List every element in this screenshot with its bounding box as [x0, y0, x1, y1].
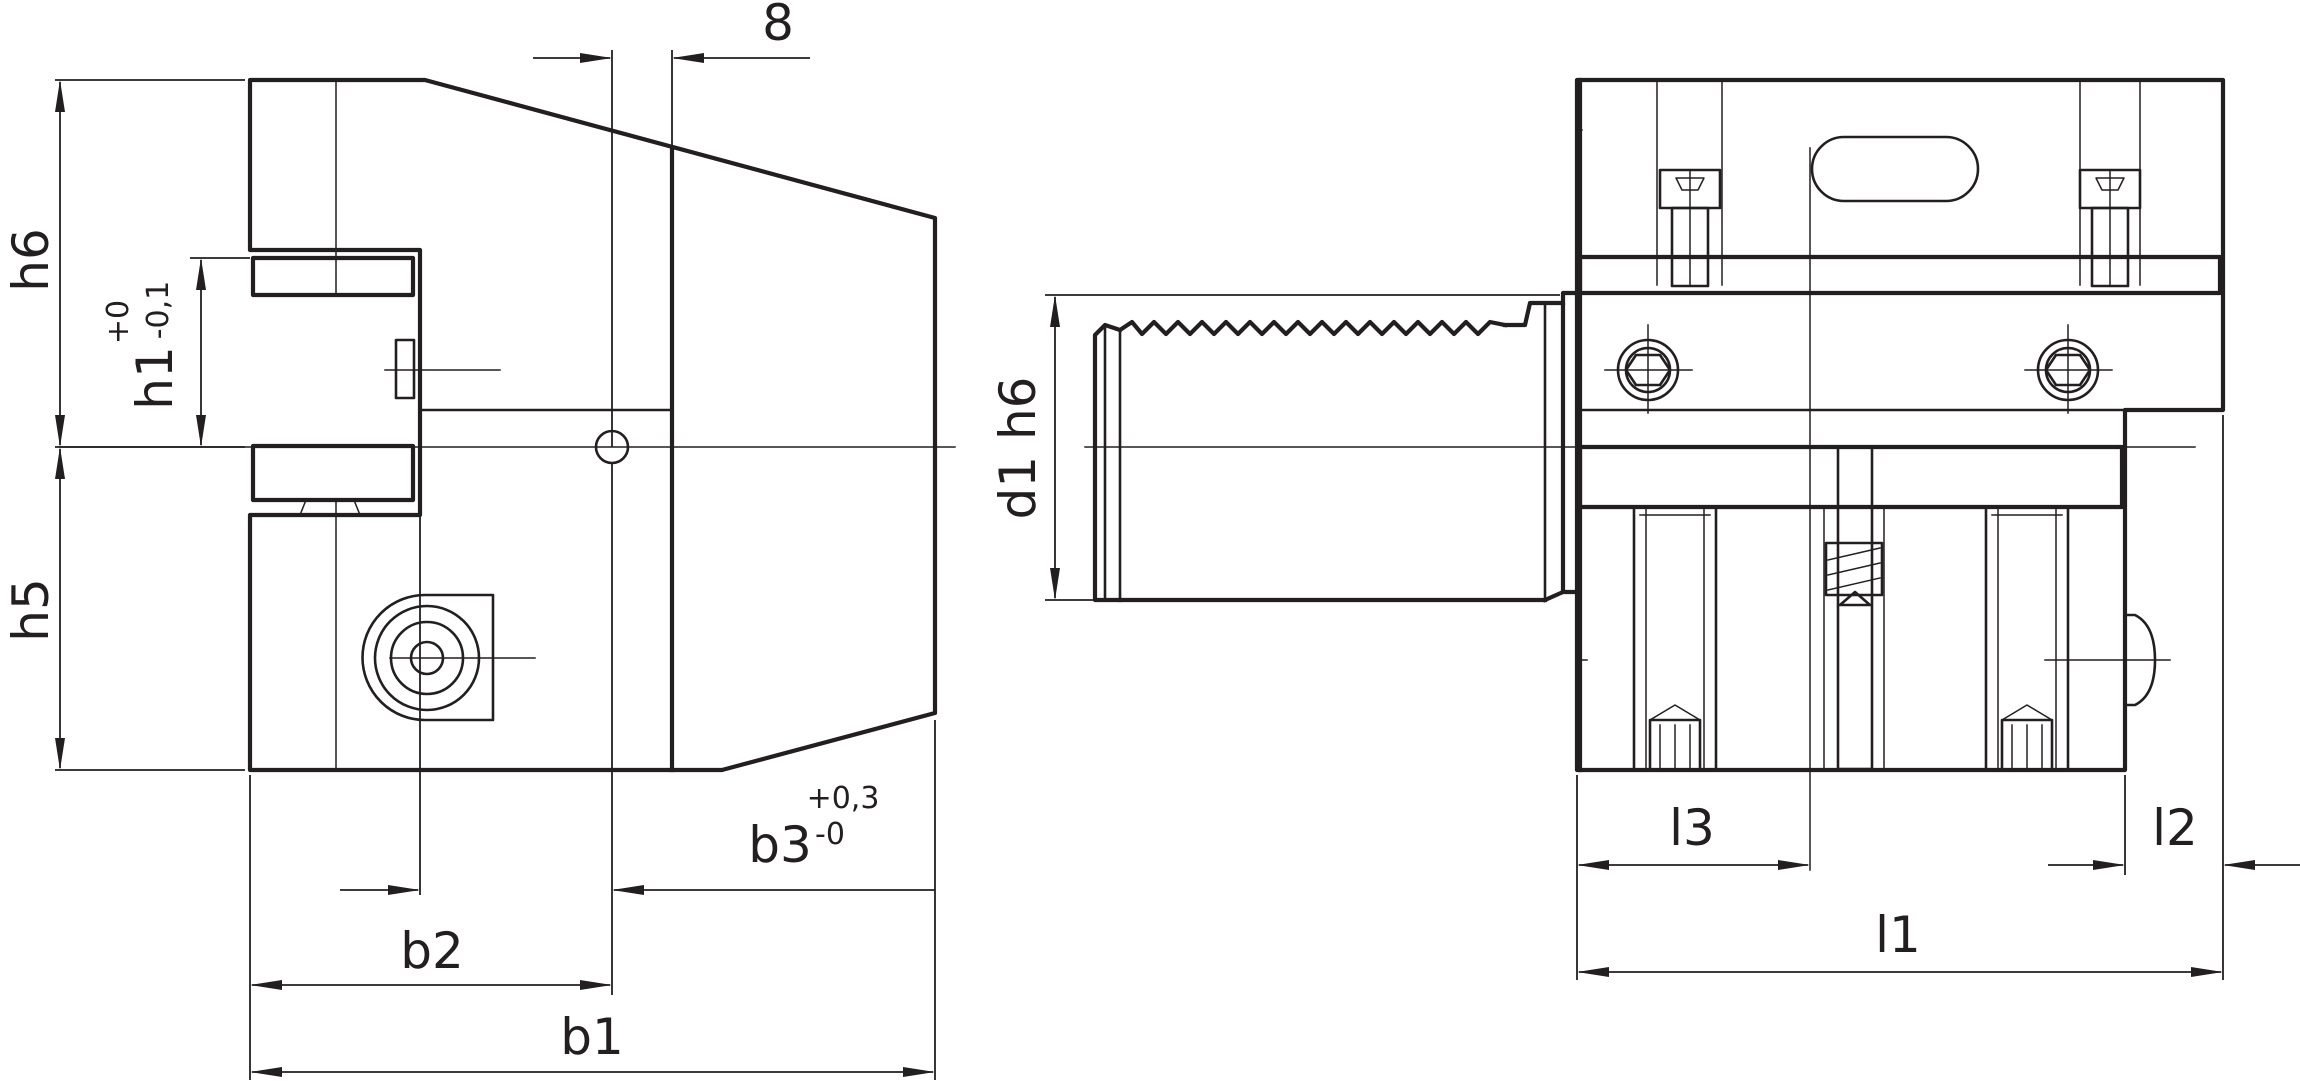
top-slot [1810, 135, 1980, 203]
label-8: 8 [762, 0, 794, 52]
front-view-outline [247, 77, 938, 773]
label-b3-upper: +0,3 [807, 781, 880, 816]
lower-screw-left [1632, 505, 1718, 772]
label-h5: h5 [2, 578, 60, 642]
serration [1117, 319, 1508, 337]
lower-screw-right [1984, 505, 2070, 772]
label-l3: l3 [1669, 799, 1715, 857]
label-h1-lower: -0,1 [141, 281, 176, 340]
front-view [59, 77, 956, 773]
hex-socket-right [2024, 324, 2113, 414]
top-screw-left [1656, 79, 1723, 288]
label-h6: h6 [2, 228, 60, 292]
label-l1: l1 [1875, 906, 1921, 964]
lower-clamp-block [250, 443, 416, 503]
label-l2: l2 [2152, 799, 2198, 857]
side-dimensions: d1 h6 l3 l2 l1 [989, 294, 2300, 980]
upper-clamp-block [250, 255, 416, 298]
label-b2: b2 [400, 922, 464, 980]
bottom-screw-housing [361, 593, 495, 722]
shank [1092, 290, 1580, 603]
label-d1: d1 h6 [989, 377, 1047, 520]
middle-plate [1577, 444, 2125, 510]
label-h1: h1 [126, 346, 184, 410]
hex-socket-left [1604, 324, 1693, 414]
side-view-outline [1574, 77, 2226, 773]
top-plate [1577, 254, 2223, 296]
side-view [1084, 77, 2226, 871]
label-b1: b1 [560, 1008, 624, 1066]
center-pin [1823, 445, 1885, 771]
front-dimensions: h6 h5 h1 +0 -0,1 8 b3 +0,3 -0 [2, 0, 936, 1080]
top-screw-right [2078, 79, 2142, 288]
label-b3: b3 [748, 816, 812, 874]
label-b3-lower: -0 [815, 817, 845, 852]
slot-screw [394, 338, 416, 400]
label-h1-upper: +0 [101, 300, 136, 344]
